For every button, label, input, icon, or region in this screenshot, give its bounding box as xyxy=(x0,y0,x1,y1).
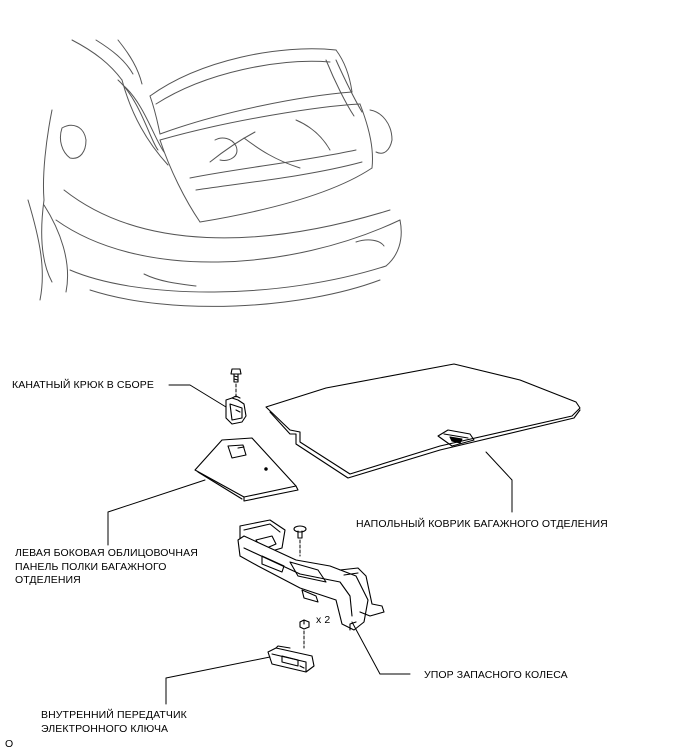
transmitter-part xyxy=(267,645,315,673)
floor-mat-part xyxy=(265,363,581,479)
left-panel-leader-line xyxy=(107,479,206,546)
transmitter-label-line-2: ЭЛЕКТРОННОГО КЛЮЧА xyxy=(41,722,169,735)
clip-icon xyxy=(293,525,307,539)
rope-hook-leader-line xyxy=(168,384,227,408)
corner-mark: O xyxy=(5,738,14,750)
left-side-panel-part xyxy=(194,437,299,502)
spare-wheel-stopper-part xyxy=(237,519,385,631)
transmitter-label-line-1: ВНУТРЕННИЙ ПЕРЕДАТЧИК xyxy=(41,709,187,721)
left-panel-label-line-3: ОТДЕЛЕНИЯ xyxy=(15,574,81,586)
transmitter-label: ВНУТРЕННИЙ ПЕРЕДАТЧИК ЭЛЕКТРОННОГО КЛЮЧА xyxy=(41,709,187,736)
rope-hook-label: КАНАТНЫЙ КРЮК В СБОРЕ xyxy=(12,379,154,391)
rope-hook-part xyxy=(225,395,247,425)
left-panel-label-line-1: ЛЕВАЯ БОКОВАЯ ОБЛИЦОВОЧНАЯ xyxy=(15,547,198,559)
left-panel-label: ЛЕВАЯ БОКОВАЯ ОБЛИЦОВОЧНАЯ ПАНЕЛЬ ПОЛКИ … xyxy=(15,547,198,588)
stopper-leader-line xyxy=(351,621,411,675)
floor-mat-leader-line xyxy=(485,451,513,513)
bolt-icon xyxy=(230,368,242,383)
spare-wheel-stopper-label: УПОР ЗАПАСНОГО КОЛЕСА xyxy=(424,669,568,681)
transmitter-leader-line xyxy=(165,656,271,705)
nut-icon xyxy=(299,619,310,630)
left-panel-label-line-2: ПАНЕЛЬ ПОЛКИ БАГАЖНОГО xyxy=(15,560,167,573)
quantity-label: x 2 xyxy=(316,614,331,626)
car-rear-illustration xyxy=(27,39,402,307)
floor-mat-label: НАПОЛЬНЫЙ КОВРИК БАГАЖНОГО ОТДЕЛЕНИЯ xyxy=(356,518,608,530)
